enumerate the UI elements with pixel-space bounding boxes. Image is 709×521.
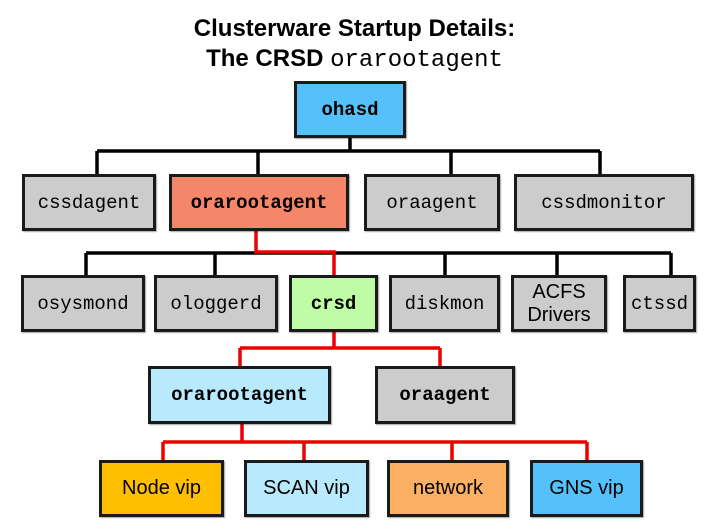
node-diskmon: diskmon	[389, 275, 500, 332]
node-label: oraagent	[399, 384, 491, 406]
title-line-1: Clusterware Startup Details:	[193, 15, 516, 42]
node-label-line1: ACFS	[532, 280, 586, 303]
node-label: crsd	[310, 292, 357, 315]
node-label: osysmond	[37, 292, 129, 315]
node-cssdmonitor: cssdmonitor	[514, 174, 694, 231]
title-line-2: The CRSD orarootagent	[0, 44, 709, 76]
node-ctssd: ctssd	[623, 275, 696, 332]
node-node-vip: Node vip	[99, 460, 224, 517]
node-oraagent-crsd: oraagent	[375, 366, 515, 424]
node-label: ologgerd	[170, 292, 262, 315]
node-label: cssdmonitor	[541, 191, 667, 214]
node-label: orarootagent	[171, 384, 308, 406]
node-osysmond: osysmond	[21, 275, 145, 332]
node-acfs-drivers: ACFS Drivers	[511, 275, 607, 332]
node-gns-vip: GNS vip	[530, 460, 643, 517]
node-label: cssdagent	[37, 191, 141, 214]
title-code: orarootagent	[330, 47, 503, 74]
node-label: Node vip	[122, 477, 201, 499]
highlight-connectors	[161, 231, 589, 460]
node-label: network	[412, 477, 484, 499]
node-label: oraagent	[386, 191, 478, 214]
node-cssdagent: cssdagent	[22, 174, 156, 231]
node-scan-vip: SCAN vip	[244, 460, 369, 517]
node-network: network	[387, 460, 509, 517]
node-label: ohasd	[321, 98, 379, 121]
ohasd-connectors	[84, 137, 673, 275]
node-crsd: crsd	[289, 275, 378, 332]
node-label: orarootagent	[190, 191, 328, 214]
node-orarootagent-crsd: orarootagent	[148, 366, 331, 424]
node-label-line2: Drivers	[527, 303, 591, 326]
node-ohasd: ohasd	[294, 81, 406, 138]
node-label: ctssd	[630, 292, 688, 315]
edge-ohasd-bus	[97, 137, 600, 153]
edge-orarootagent-to-resources	[161, 424, 589, 460]
node-label: diskmon	[404, 292, 485, 315]
node-oraagent-ohasd: oraagent	[364, 174, 500, 231]
node-ologgerd: ologgerd	[154, 275, 278, 332]
title-prefix: The CRSD	[206, 45, 324, 72]
edge-orarootagent-to-crsd	[254, 231, 336, 275]
edge-crsd-to-agents	[238, 331, 442, 366]
node-label: SCAN vip	[263, 477, 350, 499]
node-orarootagent-ohasd: orarootagent	[169, 174, 349, 231]
node-label: GNS vip	[549, 477, 624, 499]
